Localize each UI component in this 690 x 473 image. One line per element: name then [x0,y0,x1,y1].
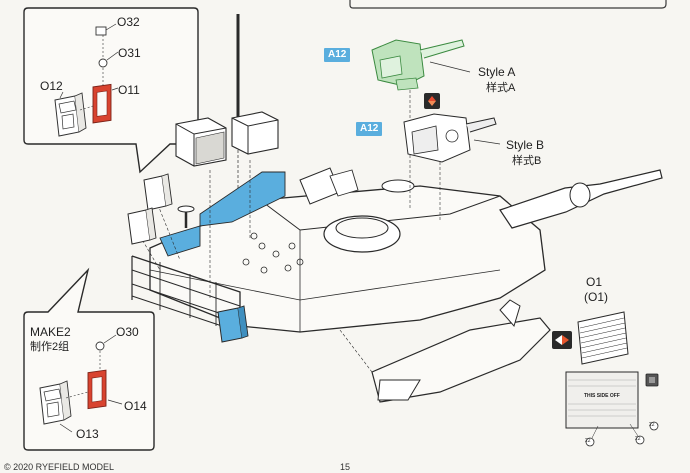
jerrycan-top [143,173,173,211]
storage-box-left [175,117,227,167]
rotate-horizontal-icon [552,331,572,349]
label-o14: O14 [124,399,147,413]
part-o13 [39,380,72,425]
part-o14 [87,369,107,410]
part-o11 [92,83,112,124]
weapon-mount-style-b [403,113,497,163]
part-tag-a12-style-a: A12 [324,48,351,62]
rotate-vertical-icon [424,93,440,109]
label-style-a-zh: 样式A [486,82,516,94]
storage-box-right [231,111,279,155]
part-o1-grille [577,311,629,365]
label-o1-paren: (O1) [584,290,608,304]
blue-armor-strip [159,225,201,257]
label-make2-zh: 制作2组 [30,341,70,353]
etch-plate [565,371,659,447]
jerrycan-middle [127,207,157,245]
part-o30 [95,341,105,351]
loader-hatch [381,179,415,193]
plate-number-c: 22 [649,422,655,428]
label-style-b: Style B [506,138,545,152]
outer-frame-fragment [349,0,667,9]
label-o11: O11 [118,83,140,97]
footer-copyright: © 2020 RYEFIELD MODEL [4,462,115,472]
weapon-mount-style-a [371,39,465,91]
part-o31 [98,58,108,68]
callout-box-top [23,7,199,174]
turret-assembly [131,14,663,403]
label-o12: O12 [40,79,63,93]
label-o13: O13 [76,427,99,441]
jerrycan-blue [217,305,249,343]
label-o30: O30 [116,325,139,339]
callout-box-bottom [23,267,155,451]
part-o12 [54,92,87,137]
part-o32 [95,26,107,36]
part-tag-a12-style-b: A12 [356,122,383,136]
label-make2: MAKE2 [30,325,71,339]
footer-page-number: 15 [340,462,351,472]
label-style-b-zh: 样式B [512,155,542,167]
plate-number-b: 22 [635,436,641,442]
label-o1: O1 [586,275,603,289]
label-o32: O32 [117,15,140,29]
small-part-icon [645,373,659,387]
plate-number-a: 22 [585,438,591,444]
label-style-a: Style A [478,65,516,79]
plate-caption: THIS SIDE OFF [584,393,620,399]
label-o31: O31 [118,46,141,60]
